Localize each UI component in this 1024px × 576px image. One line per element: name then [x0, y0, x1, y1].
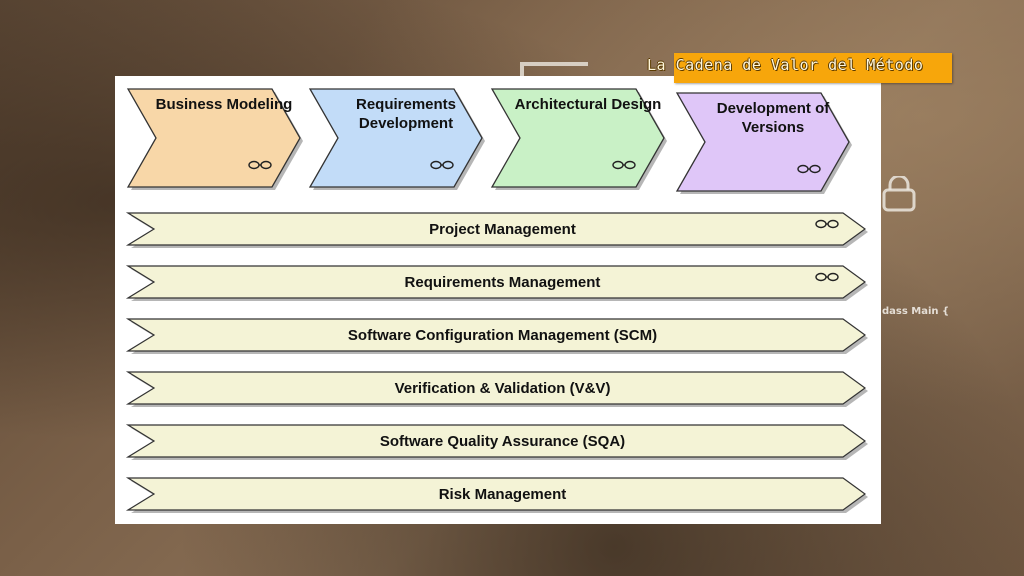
chevron-architectural-design: Architectural Design — [490, 88, 667, 190]
slide-title: La Cadena de Valor del Método — [647, 56, 924, 74]
chevron-business-modeling: Business Modeling — [126, 88, 303, 190]
bar-label: Verification & Validation (V&V) — [395, 380, 611, 397]
bar-label: Risk Management — [439, 486, 567, 503]
bar-label: Project Management — [429, 221, 576, 238]
lock-icon — [882, 176, 916, 212]
bar-requirements-management: Requirements Management — [125, 265, 868, 301]
chevron-label: Requirements — [356, 96, 456, 113]
bar-software-quality-assurance-sqa: Software Quality Assurance (SQA) — [125, 424, 868, 460]
title-highlight — [674, 53, 952, 83]
cart-icon — [520, 62, 588, 86]
chevron-label: Development of — [717, 100, 831, 117]
link-icon — [248, 160, 272, 170]
bar-verification-validation-v-v: Verification & Validation (V&V) — [125, 371, 868, 407]
bar-software-configuration-management-scm: Software Configuration Management (SCM) — [125, 318, 868, 354]
link-icon — [612, 160, 636, 170]
chevron-label: Architectural Design — [515, 96, 662, 113]
link-icon — [815, 272, 839, 282]
link-icon — [797, 164, 821, 174]
bar-label: Requirements Management — [405, 274, 601, 291]
bar-label: Software Configuration Management (SCM) — [348, 327, 657, 344]
chevron-label: Versions — [742, 119, 805, 136]
bar-risk-management: Risk Management — [125, 477, 868, 513]
background-code-text: dass Main { — [882, 306, 950, 317]
chevron-label: Business Modeling — [156, 96, 293, 113]
bar-label: Software Quality Assurance (SQA) — [380, 433, 625, 450]
bar-project-management: Project Management — [125, 212, 868, 248]
link-icon — [430, 160, 454, 170]
link-icon — [815, 219, 839, 229]
chevron-label: Development — [359, 115, 453, 132]
chevron-development-of-versions: Development of Versions — [675, 92, 852, 194]
